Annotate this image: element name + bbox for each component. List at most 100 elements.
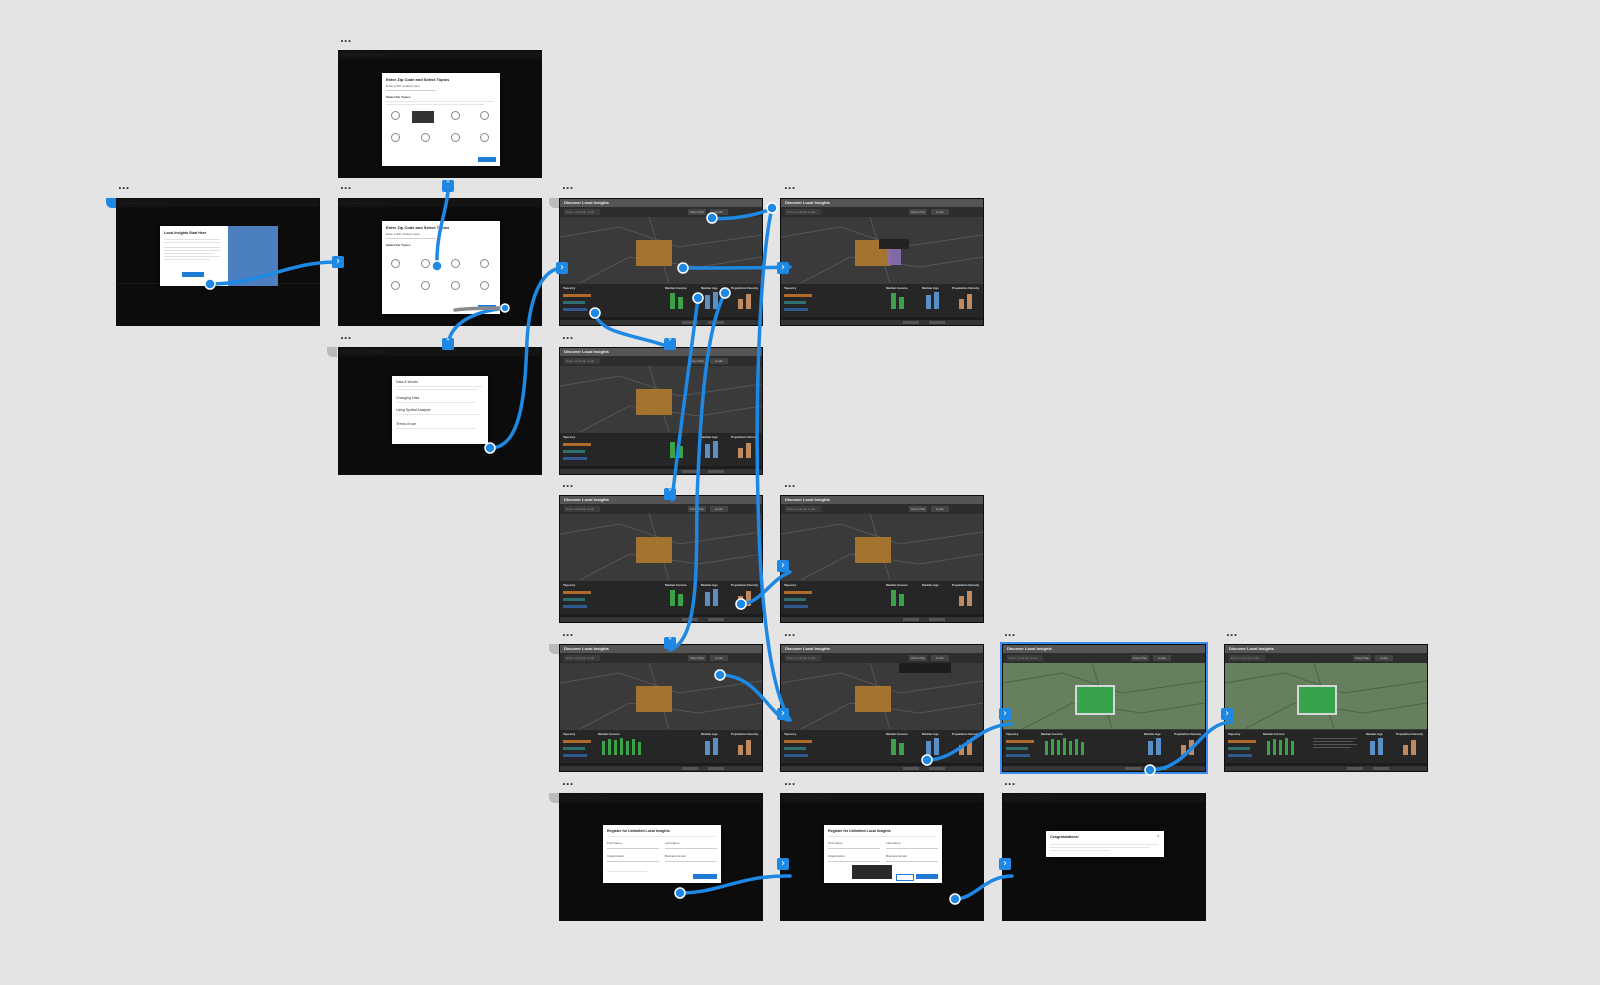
show-plan-button[interactable]: Show Plan — [909, 506, 927, 512]
selected-region[interactable] — [636, 240, 672, 266]
artboard-insights-2[interactable]: Discover Local Insights Enter Local Zip … — [559, 347, 763, 475]
show-plan-button[interactable]: Show Plan — [909, 209, 927, 215]
map[interactable] — [781, 514, 983, 580]
zip-input[interactable]: Enter Local Zip Code — [564, 358, 600, 364]
audio-button[interactable]: Audio — [710, 655, 728, 661]
audio-button[interactable]: Audio — [1153, 655, 1171, 661]
last-name-field[interactable] — [886, 848, 938, 849]
topic-icon[interactable] — [451, 281, 460, 290]
map[interactable] — [560, 514, 762, 580]
artboard-menu-icon[interactable]: ... — [118, 181, 130, 192]
artboard-menu-icon[interactable]: ... — [562, 479, 574, 490]
arrow-right-icon[interactable]: › — [999, 708, 1011, 720]
artboard-menu-icon[interactable]: ... — [784, 181, 796, 192]
audio-button[interactable]: Audio — [710, 209, 728, 215]
artboard-menu-icon[interactable]: ... — [562, 628, 574, 639]
artboard-menu-icon[interactable]: ... — [784, 628, 796, 639]
topic-icon[interactable] — [421, 133, 430, 142]
artboard-menu-icon[interactable]: ... — [340, 331, 352, 342]
hotspot[interactable] — [714, 669, 726, 681]
start-button[interactable] — [182, 272, 204, 277]
topic-icon[interactable] — [451, 133, 460, 142]
cancel-button[interactable] — [896, 874, 914, 881]
map[interactable] — [1003, 663, 1205, 729]
hotspot[interactable] — [204, 278, 216, 290]
artboard-plan-detail[interactable]: Discover Local Insights Enter Local Zip … — [1224, 644, 1428, 772]
show-plan-button[interactable]: Show Plan — [688, 358, 706, 364]
artboard-congrats[interactable]: Discover Local Insights Congratulations!… — [1002, 793, 1206, 921]
hotspot[interactable] — [921, 754, 933, 766]
artboard-register[interactable]: Discover Local Insights Register for Unl… — [559, 793, 763, 921]
arrow-right-icon[interactable]: › — [1221, 708, 1233, 720]
hotspot[interactable] — [500, 303, 510, 313]
show-plan-button[interactable]: Show Plan — [1131, 655, 1149, 661]
arrow-right-icon[interactable]: › — [777, 858, 789, 870]
topic-icon[interactable] — [451, 111, 460, 120]
artboard-menu-icon[interactable]: ... — [1004, 628, 1016, 639]
artboard-intro[interactable]: Discover Local Insights Local Insights S… — [116, 198, 320, 326]
artboard-insights-3[interactable]: Discover Local Insights Enter Local Zip … — [559, 495, 763, 623]
topic-icon[interactable] — [421, 281, 430, 290]
hotspot[interactable] — [949, 893, 961, 905]
arrow-down-icon[interactable]: ˅ — [664, 637, 676, 649]
audio-button[interactable]: Audio — [1375, 655, 1393, 661]
arrow-right-icon[interactable]: › — [777, 262, 789, 274]
arrow-up-icon[interactable]: ˄ — [442, 180, 454, 192]
first-name-field[interactable] — [607, 848, 659, 849]
arrow-down-icon[interactable]: ˅ — [664, 488, 676, 500]
show-plan-button[interactable]: Show Plan — [909, 655, 927, 661]
zip-input[interactable]: Enter Local Zip Code — [1229, 655, 1265, 661]
audio-button[interactable]: Audio — [931, 506, 949, 512]
close-icon[interactable]: ✕ — [1157, 834, 1160, 838]
hotspot[interactable] — [589, 307, 601, 319]
hotspot[interactable] — [1144, 764, 1156, 776]
topic-icon[interactable] — [451, 259, 460, 268]
topic-icon[interactable] — [391, 281, 400, 290]
topic-icon[interactable] — [480, 133, 489, 142]
artboard-menu-icon[interactable]: ... — [784, 777, 796, 788]
zip-input[interactable]: Enter Local Zip Code — [785, 655, 821, 661]
organization-field[interactable] — [828, 861, 880, 862]
first-name-field[interactable] — [828, 848, 880, 849]
artboard-menu-icon[interactable]: ... — [562, 181, 574, 192]
artboard-insights-hover[interactable]: Discover Local Insights Enter Local Zip … — [780, 198, 984, 326]
map[interactable] — [781, 217, 983, 283]
hotspot[interactable] — [677, 262, 689, 274]
zip-input[interactable]: Enter Local Zip Code — [564, 209, 600, 215]
zip-input[interactable]: Enter Local Zip Code — [564, 506, 600, 512]
arrow-right-icon[interactable]: › — [777, 560, 789, 572]
map[interactable] — [560, 217, 762, 283]
audio-button[interactable]: Audio — [931, 655, 949, 661]
audio-button[interactable]: Audio — [710, 358, 728, 364]
artboard-plan-view[interactable]: Discover Local Insights Enter Local Zip … — [1000, 642, 1208, 774]
hotspot[interactable] — [706, 212, 718, 224]
show-plan-button[interactable]: Show Plan — [688, 655, 706, 661]
hotspot[interactable] — [735, 598, 747, 610]
artboard-menu-icon[interactable]: ... — [784, 479, 796, 490]
arrow-down-icon[interactable]: ˅ — [664, 338, 676, 350]
artboard-menu-icon[interactable]: ... — [340, 34, 352, 45]
topic-icon[interactable] — [391, 111, 400, 120]
continue-button[interactable] — [478, 157, 496, 162]
topic-icon[interactable] — [391, 133, 400, 142]
zip-input[interactable]: Enter Local Zip Code — [785, 506, 821, 512]
arrow-down-icon[interactable]: ˅ — [442, 338, 454, 350]
artboard-terms[interactable]: Discover Local Insights Data & Words Cha… — [338, 347, 542, 475]
email-field[interactable] — [886, 861, 938, 862]
zip-input[interactable]: Enter Local Zip Code — [1007, 655, 1043, 661]
artboard-menu-icon[interactable]: ... — [340, 181, 352, 192]
map[interactable] — [781, 663, 983, 729]
hotspot[interactable] — [692, 292, 704, 304]
register-button[interactable] — [916, 874, 938, 879]
show-plan-button[interactable]: Show Plan — [688, 209, 706, 215]
artboard-menu-icon[interactable]: ... — [1226, 628, 1238, 639]
zip-input[interactable]: Enter Local Zip Code — [564, 655, 600, 661]
artboard-income-detail[interactable]: Discover Local Insights Enter Local Zip … — [559, 644, 763, 772]
topic-icon[interactable] — [480, 259, 489, 268]
hotspot[interactable] — [766, 202, 778, 214]
audio-button[interactable]: Audio — [931, 209, 949, 215]
artboard-insights-tooltip[interactable]: Discover Local Insights Enter Local Zip … — [780, 644, 984, 772]
topic-icon[interactable] — [480, 111, 489, 120]
email-field[interactable] — [665, 861, 717, 862]
topic-icon[interactable] — [391, 259, 400, 268]
